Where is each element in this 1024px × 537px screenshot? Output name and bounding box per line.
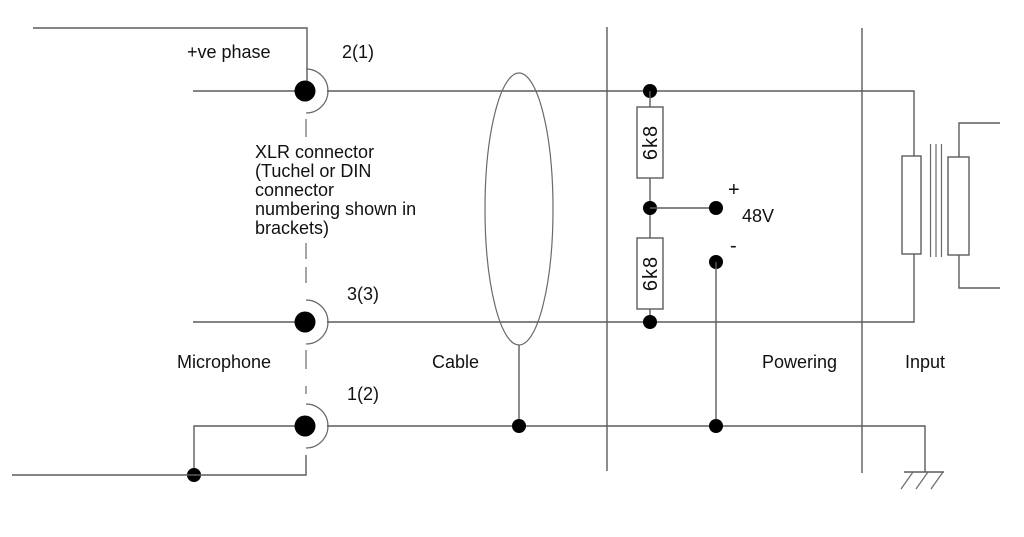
input-section (900, 122, 1000, 490)
xlr-note-line: (Tuchel or DIN (255, 161, 371, 181)
resistor-upper-value-label: 6k8 (640, 125, 662, 160)
secondary-top-output-wire (958, 122, 1000, 157)
mic-bottom-wire (12, 455, 307, 476)
phase-label: +ve phase (187, 42, 271, 62)
supply-plus-label: + (728, 179, 740, 201)
hot-conductor-wire (327, 90, 915, 156)
section-label-cable: Cable (432, 352, 479, 372)
section-label-powering: Powering (762, 352, 837, 372)
ground-hatch (900, 471, 914, 490)
pin-1-contact (294, 415, 316, 437)
transformer-secondary-winding (947, 156, 970, 256)
cable-shield-ellipse (484, 72, 554, 346)
section-labels: Microphone Cable Powering Input (177, 352, 945, 372)
resistor-6k8-upper (636, 106, 664, 179)
ground-hatch (930, 471, 944, 490)
section-label-input: Input (905, 352, 945, 372)
xlr-connector (294, 68, 329, 475)
cable-section (327, 72, 926, 472)
minus-shield-junction-dot (709, 419, 723, 433)
section-label-microphone: Microphone (177, 352, 271, 372)
pin-3-contact (294, 311, 316, 333)
supply-voltage-label: 48V (742, 206, 774, 226)
connector-labels: +ve phase 2(1) 3(3) 1(2) XLR connector (… (187, 42, 416, 404)
lower-feed-junction-dot (643, 315, 657, 329)
xlr-note-line: connector (255, 180, 334, 200)
pin-1-label: 1(2) (347, 384, 379, 404)
shield-junction-dot (512, 419, 526, 433)
xlr-note-line: brackets) (255, 218, 329, 238)
transformer-primary-winding (901, 155, 922, 255)
pin-2-label: 2(1) (342, 42, 374, 62)
xlr-note-line: numbering shown in (255, 199, 416, 219)
cold-conductor-wire (327, 254, 915, 323)
supply-plus-terminal-dot (709, 201, 723, 215)
secondary-bottom-output-wire (958, 255, 1000, 289)
pin1-left-wire (193, 425, 295, 475)
pin-2-contact (294, 80, 316, 102)
resistor-lower-value-label: 6k8 (640, 256, 662, 291)
ground-hatch (915, 471, 929, 490)
microphone-section (12, 27, 308, 482)
ground-symbol (900, 471, 944, 490)
powering-section: 6k8 6k8 + 48V - (636, 84, 774, 433)
xlr-note-line: XLR connector (255, 142, 374, 162)
pin2-top-feed-wire (33, 27, 308, 81)
shield-conductor-wire (327, 425, 926, 472)
pin-3-label: 3(3) (347, 284, 379, 304)
supply-minus-label: - (730, 235, 737, 257)
